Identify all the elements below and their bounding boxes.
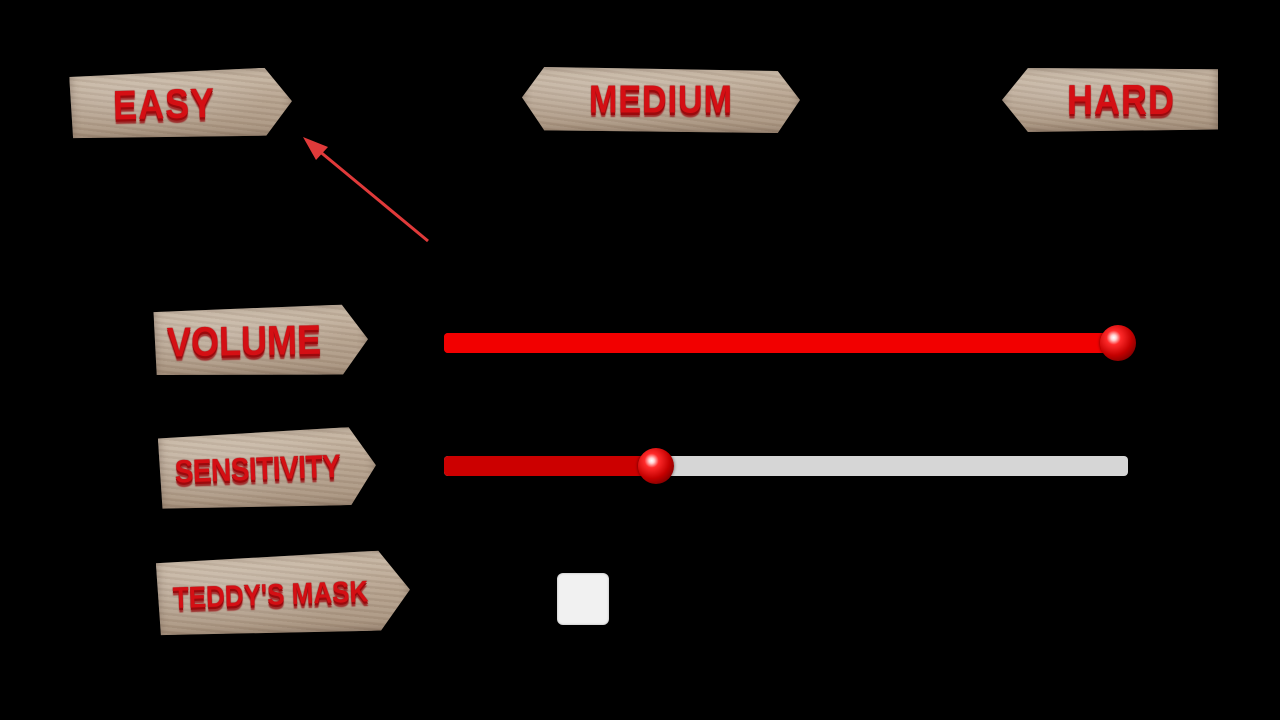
sign-plank — [1002, 68, 1218, 132]
teddys-mask-label: TEDDY'S MASK — [172, 573, 369, 615]
teddys-mask-checkbox[interactable] — [557, 573, 609, 625]
sensitivity-sign: SENSITIVITY — [158, 426, 378, 512]
medium-button[interactable]: MEDIUM — [522, 67, 800, 133]
volume-sign: VOLUME — [153, 304, 368, 378]
hard-button[interactable]: HARD — [1002, 68, 1218, 132]
volume-slider[interactable] — [444, 325, 1137, 361]
volume-slider-thumb[interactable] — [1100, 325, 1137, 361]
easy-button[interactable]: EASY — [69, 67, 293, 141]
sensitivity-slider-fill — [444, 456, 657, 476]
medium-label: MEDIUM — [589, 77, 733, 122]
sensitivity-slider-thumb[interactable] — [638, 448, 675, 484]
sensitivity-slider[interactable] — [444, 448, 1128, 484]
volume-slider-fill — [444, 333, 1119, 353]
easy-label: EASY — [112, 78, 216, 129]
volume-label: VOLUME — [166, 315, 322, 366]
teddys-mask-sign: TEDDY'S MASK — [156, 550, 412, 639]
hard-label: HARD — [1067, 75, 1175, 123]
sign-plank — [522, 67, 800, 133]
sensitivity-label: SENSITIVITY — [174, 448, 341, 490]
